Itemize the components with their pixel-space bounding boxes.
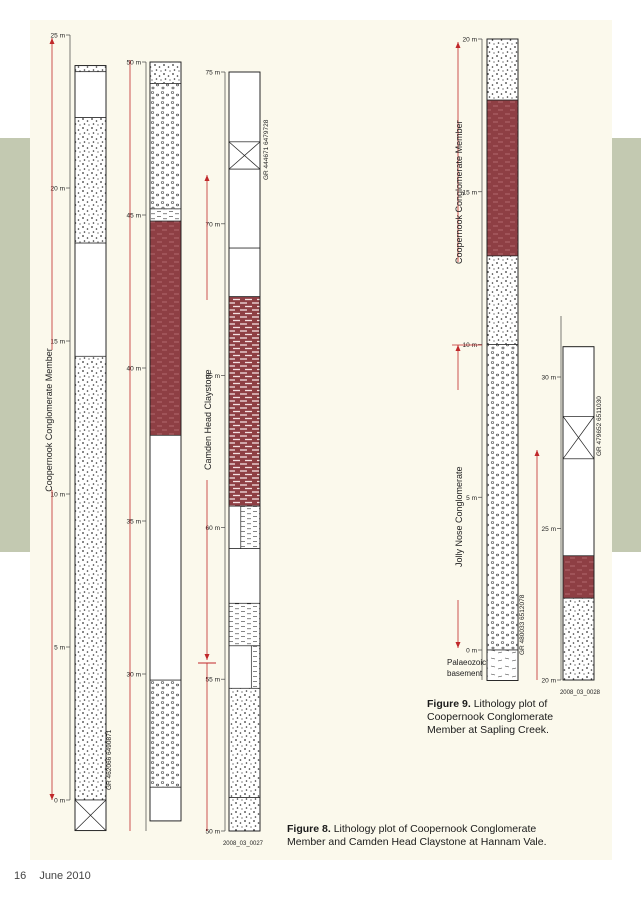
unit-range-arrow-down-head: [49, 794, 55, 800]
lithology-unit: [486, 99, 519, 257]
unit-range-arrow-down-head: [204, 654, 210, 660]
figure8-caption-label: Figure 8.: [287, 823, 331, 835]
lithology-unit: [149, 61, 182, 84]
scale-label: 60 m: [206, 525, 220, 532]
lithology-unit: [149, 679, 182, 788]
scale-label: 10 m: [463, 342, 477, 349]
cross-line: [562, 416, 595, 460]
lithology-unit: [74, 71, 107, 118]
lithology-unit: [486, 649, 519, 681]
lithology-unit: [228, 548, 261, 604]
page-date: June 2010: [39, 870, 91, 882]
page-number: 16: [14, 870, 27, 882]
scale-label: 50 m: [206, 829, 220, 836]
column-frame: [228, 71, 261, 832]
cross-line: [228, 141, 261, 170]
unit-range-arrow-up-head: [455, 42, 461, 48]
unit-range-arrow-up-head: [204, 175, 210, 181]
lithology-unit: [74, 65, 107, 73]
camden-head-label: Camden Head Claystone: [203, 369, 213, 470]
figure9-caption: Figure 9. Lithology plot of Coopernook C…: [427, 698, 567, 737]
lithology-unit: [74, 117, 107, 244]
scale-label: 0 m: [466, 648, 477, 655]
lithology-unit: [228, 168, 261, 249]
unit-range-arrow-up-head: [534, 450, 540, 456]
scale-label: 30 m: [127, 672, 141, 679]
unit-range-arrow-down-head: [455, 642, 461, 648]
grid-ref-fig9-col1: GR 480033 6512078: [519, 594, 526, 655]
lithology-unit: [562, 458, 595, 557]
scale-label: 15 m: [51, 339, 65, 346]
lithology-unit: [228, 71, 261, 143]
figure9-caption-label: Figure 9.: [427, 698, 471, 710]
figure9-column-1: 20 m 15 m 10 m 5 m 0 m: [452, 37, 519, 681]
column-frame: [74, 65, 107, 832]
coopernook-label-fig9: Coopernook Conglomerate Member: [454, 120, 464, 264]
lithology-unit: [250, 645, 261, 689]
scale-label: 25 m: [542, 526, 556, 533]
grid-ref-fig8-col1: GR 462066 6490871: [106, 729, 113, 790]
figure8-code: 2008_03_0027: [223, 841, 264, 847]
scale-label: 25 m: [51, 33, 65, 40]
lithology-unit: [562, 555, 595, 599]
lithology-unit: [562, 597, 595, 681]
scale-label: 0 m: [54, 798, 65, 805]
lithology-unit: [74, 242, 107, 357]
palaeozoic-label: Palaeozoic: [447, 658, 486, 667]
scale-label: 15 m: [463, 189, 477, 196]
page-footer: 16 June 2010: [14, 870, 101, 882]
lithology-unit: [562, 346, 595, 417]
column-frame: [149, 61, 182, 822]
lithology-unit: [149, 220, 182, 436]
figure9-code: 2008_03_0028: [560, 690, 601, 696]
lithology-unit: [228, 797, 261, 832]
scale-label: 5 m: [54, 645, 65, 652]
scale-label: 40 m: [127, 366, 141, 373]
figure9-caption-text: Lithology plot of Coopernook Conglomerat…: [427, 698, 554, 736]
figure9-column-2: 30 m 25 m 20 m: [534, 316, 595, 685]
cross-line: [74, 799, 107, 831]
scale-label: 55 m: [206, 677, 220, 684]
unit-range-arrow-up-head: [455, 345, 461, 351]
lithology-unit: [149, 786, 182, 822]
scale-label: 70 m: [206, 221, 220, 228]
scale-label: 50 m: [127, 60, 141, 67]
scale-label: 5 m: [466, 495, 477, 502]
lithology-unit: [240, 505, 261, 550]
lithology-unit: [149, 208, 182, 222]
lithology-unit: [74, 355, 107, 801]
figure8-caption-text: Lithology plot of Coopernook Conglomerat…: [287, 823, 547, 848]
basement-label: basement: [447, 669, 483, 678]
lithology-unit: [228, 602, 261, 647]
scale-label: 45 m: [127, 213, 141, 220]
figure8-caption: Figure 8. Lithology plot of Coopernook C…: [287, 823, 557, 849]
scale-label: 35 m: [127, 519, 141, 526]
lithology-unit: [228, 687, 261, 798]
figure8-column-1: 25 m 20 m 15 m 10 m 5 m 0 m: [49, 33, 107, 832]
lithology-unit: [486, 38, 519, 101]
scale-label: 20 m: [463, 37, 477, 44]
column-frame: [562, 346, 595, 681]
grid-ref-fig9-col2: GR 479652 6511030: [596, 396, 603, 456]
lithology-unit: [149, 434, 182, 681]
figure8-column-2: 50 m 45 m 40 m 35 m 30 m: [127, 60, 182, 831]
scale-label: 20 m: [542, 678, 556, 685]
lithology-unit: [149, 83, 182, 210]
column-frame: [486, 38, 519, 681]
jolly-nose-label: Jolly Nose Conglomerate: [454, 466, 464, 567]
scale-label: 20 m: [51, 186, 65, 193]
scale-label: 30 m: [542, 375, 556, 382]
coopernook-label-fig8: Coopernook Conglomerate Member: [44, 348, 54, 492]
grid-ref-fig8-col3: GR 444671 6479728: [263, 119, 270, 180]
lithology-unit: [228, 247, 261, 298]
lithology-unit: [228, 296, 261, 507]
scale-label: 65 m: [206, 373, 220, 380]
scale-label: 75 m: [206, 70, 220, 77]
lithology-unit: [486, 255, 519, 345]
unit-range-arrow-up-head: [49, 38, 55, 44]
scale-label: 10 m: [51, 492, 65, 499]
figure8-column-3: 75 m 70 m 65 m 60 m 55 m 50 m: [198, 70, 261, 836]
lithology-unit: [486, 344, 519, 651]
